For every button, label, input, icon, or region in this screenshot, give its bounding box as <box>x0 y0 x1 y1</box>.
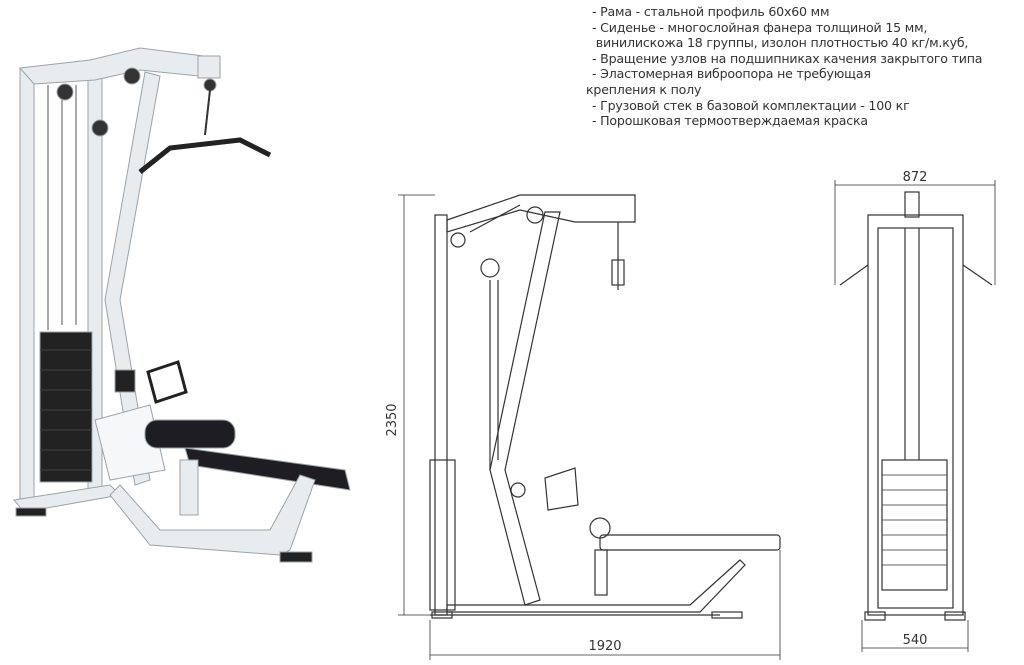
spec-item: - Грузовой стек в базовой комплектации -… <box>592 97 910 113</box>
dimension-lines <box>398 180 996 660</box>
top-width-dimension: 872 <box>903 170 928 185</box>
spec-item: - Сиденье - многослойная фанера толщиной… <box>592 19 928 35</box>
height-dimension: 2350 <box>385 403 400 436</box>
spec-item: крепления к полу <box>586 81 702 97</box>
machine-render <box>13 47 351 563</box>
length-dimension: 1920 <box>588 639 621 654</box>
spec-item: - Порошковая термоотверждаемая краска <box>592 113 868 129</box>
spec-list: - Рама - стальной профиль 60х60 мм - Сид… <box>586 4 983 129</box>
spec-item: винилискожа 18 группы, изолон плотностью… <box>592 35 969 51</box>
front-view-drawing <box>839 191 993 621</box>
spec-item: - Эластомерная виброопора не требующая <box>592 66 871 82</box>
spec-item: - Вращение узлов на подшипниках качения … <box>592 50 983 66</box>
base-width-dimension: 540 <box>903 633 928 648</box>
side-view-drawing <box>429 194 781 619</box>
spec-item: - Рама - стальной профиль 60х60 мм <box>592 4 830 19</box>
